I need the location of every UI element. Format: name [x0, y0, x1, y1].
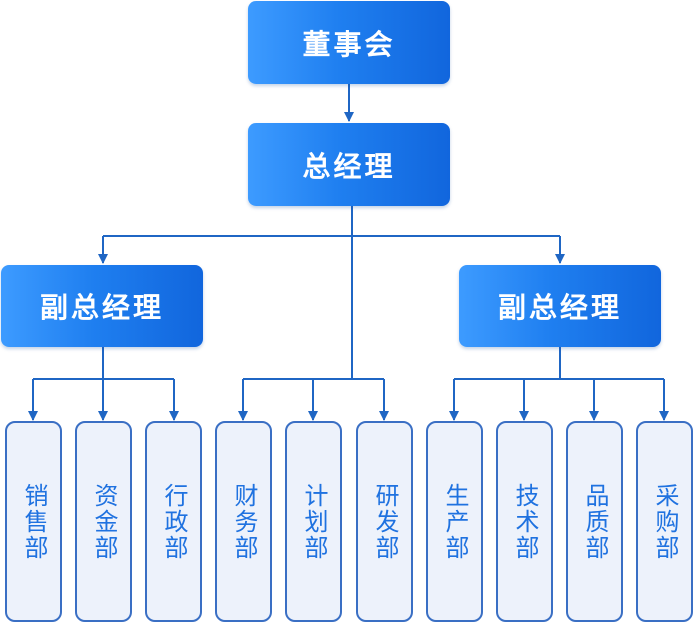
board-node: 董事会	[248, 1, 450, 84]
dept-label: 计划部	[300, 482, 328, 561]
dept-finance: 财务部	[215, 421, 272, 622]
ceo-label: 总经理	[302, 149, 396, 183]
dept-funds: 资金部	[75, 421, 132, 622]
ceo-node: 总经理	[248, 123, 450, 206]
vp-right-node: 副总经理	[459, 265, 661, 347]
dept-label: 销售部	[20, 482, 48, 561]
dept-label: 研发部	[371, 482, 399, 561]
vp-right-label: 副总经理	[497, 291, 622, 324]
dept-quality: 品质部	[566, 421, 623, 622]
vp-left-label: 副总经理	[39, 291, 164, 324]
dept-label: 技术部	[511, 482, 539, 561]
dept-technology: 技术部	[496, 421, 553, 622]
dept-label: 行政部	[160, 482, 188, 561]
dept-planning: 计划部	[285, 421, 342, 622]
dept-admin: 行政部	[145, 421, 202, 622]
dept-label: 财务部	[230, 482, 258, 561]
dept-production: 生产部	[426, 421, 483, 622]
dept-label: 生产部	[441, 482, 469, 561]
dept-label: 资金部	[90, 482, 118, 561]
vp-left-node: 副总经理	[1, 265, 203, 347]
dept-label: 品质部	[581, 482, 609, 561]
dept-sales: 销售部	[5, 421, 62, 622]
dept-purchasing: 采购部	[636, 421, 693, 622]
dept-label: 采购部	[651, 482, 679, 561]
board-label: 董事会	[302, 27, 396, 61]
dept-rnd: 研发部	[356, 421, 413, 622]
